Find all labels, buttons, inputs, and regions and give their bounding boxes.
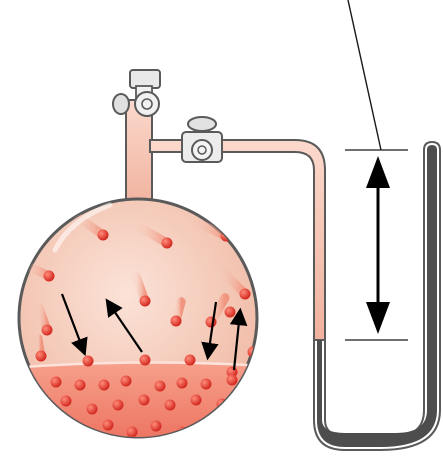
liquid-molecule: [87, 404, 98, 415]
liquid-molecule: [191, 395, 202, 406]
liquid-molecule: [165, 400, 176, 411]
liquid-surface: [10, 362, 266, 450]
gas-molecule: [36, 351, 47, 362]
liquid-molecule: [151, 421, 162, 432]
flask: [10, 199, 266, 456]
liquid-molecule: [121, 376, 132, 387]
gas-molecule: [140, 296, 151, 307]
liquid-molecule: [127, 427, 138, 438]
liquid-molecule: [61, 396, 72, 407]
liquid-molecule: [99, 380, 110, 391]
liquid-molecule: [227, 375, 238, 386]
liquid-molecule: [103, 420, 114, 431]
gas-molecule: [162, 238, 173, 249]
stopcock-side: [182, 117, 222, 162]
liquid-molecule: [201, 379, 212, 390]
gas-molecule: [185, 355, 196, 366]
liquid-molecule: [35, 397, 46, 408]
pointer-line: [348, 0, 381, 150]
liquid-molecule: [201, 421, 212, 432]
liquid-molecule: [55, 418, 66, 429]
liquid-molecule: [241, 393, 252, 404]
stopcock-top: [113, 70, 160, 116]
gas-molecule: [98, 230, 109, 241]
gas-molecule: [83, 356, 94, 367]
liquid-molecule: [51, 377, 62, 388]
liquid-molecule: [171, 443, 182, 454]
liquid-molecule: [155, 381, 166, 392]
liquid-molecule: [95, 441, 106, 452]
height-difference-arrow: [366, 156, 390, 334]
liquid-molecule: [113, 400, 124, 411]
liquid-molecule: [75, 380, 86, 391]
liquid-molecule: [121, 445, 132, 456]
gas-molecule: [140, 355, 151, 366]
gas-molecule: [240, 289, 251, 300]
gas-molecule: [225, 307, 236, 318]
liquid-molecule: [197, 439, 208, 450]
liquid-molecule: [145, 441, 156, 452]
liquid-molecule: [177, 378, 188, 389]
gas-molecule: [44, 271, 55, 282]
gas-molecule: [42, 325, 53, 336]
gas-molecule: [206, 317, 217, 328]
gas-molecule: [171, 316, 182, 327]
liquid-molecule: [139, 395, 150, 406]
liquid-molecule: [225, 415, 236, 426]
